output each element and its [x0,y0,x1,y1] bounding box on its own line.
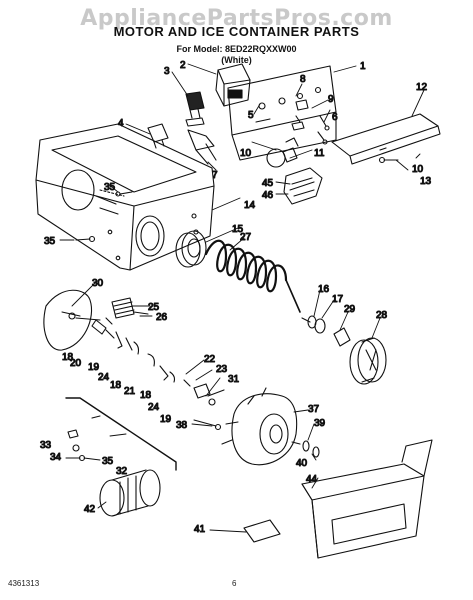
callout-8: 8 [300,74,306,85]
callout-21: 21 [124,386,136,397]
part-45-46-lamp-socket [283,167,323,205]
callout-6: 6 [332,112,338,123]
callout-20: 20 [70,358,82,369]
callout-38: 38 [176,420,188,431]
callout-14: 14 [244,200,256,211]
part-44-chute-housing [301,439,433,559]
callout-7: 7 [212,170,218,181]
callout-35c: 35 [102,456,114,467]
model-line: For Model: 8ED22RQXXW00 [176,44,297,54]
part-16-17-29-fasteners [301,315,351,347]
callout-32: 32 [116,466,128,477]
page-number: 6 [232,579,237,588]
part-30-disc [43,289,101,351]
callout-19b: 19 [160,414,172,425]
callout-numbers: 1 2 3 4 5 6 7 8 9 10 10 11 12 13 14 15 1… [39,59,432,535]
callout-18c: 18 [140,390,152,401]
diagram-title: MOTOR AND ICE CONTAINER PARTS [113,24,360,39]
callout-17: 17 [332,294,344,305]
callout-19a: 19 [88,362,100,373]
callout-9: 9 [328,94,334,105]
callout-41: 41 [194,524,206,535]
callout-44: 44 [306,474,318,485]
leader-lines [59,63,425,533]
callout-10b: 10 [412,164,424,175]
callout-16: 16 [318,284,330,295]
callout-35a: 35 [104,182,116,193]
callout-35b: 35 [44,236,56,247]
part-4-clip [147,123,217,165]
callout-12: 12 [416,82,428,93]
callout-4: 4 [118,118,124,129]
callout-27: 27 [240,232,252,243]
part-1-bracket-plate [227,65,337,161]
callout-46: 46 [262,190,274,201]
part-2-motor-module [215,63,251,107]
callout-42: 42 [84,504,96,515]
callout-30: 30 [92,278,104,289]
part-13-screw [378,156,399,164]
callout-18b: 18 [110,380,122,391]
callout-18a: 18 [62,352,74,363]
part-15-coupling [175,230,207,268]
callout-22: 22 [204,354,216,365]
model-subtitle: For Model: 8ED22RQXXW00 (White) [0,44,473,66]
callout-28: 28 [376,310,388,321]
callout-1: 1 [360,61,366,72]
part-28-wheel [349,337,387,385]
callout-23: 23 [216,364,228,375]
callout-24a: 24 [98,372,110,383]
callout-25: 25 [148,302,160,313]
callout-33: 33 [40,440,52,451]
part-11-light-bulb [266,137,299,168]
part-6-9-screws [291,115,330,145]
watermark-text: AppliancePartsPros.com [80,6,393,31]
callout-13: 13 [420,176,432,187]
part-27-auger-spring [204,239,301,313]
catalog-number: 4361313 [8,579,40,588]
callout-26: 26 [156,312,168,323]
part-42-boot [99,469,161,517]
callout-2: 2 [180,60,186,71]
callout-39: 39 [314,418,326,429]
callout-24b: 24 [148,402,160,413]
callout-29: 29 [344,304,356,315]
part-14-ice-container-housing [35,123,215,271]
callout-34: 34 [50,452,62,463]
part-39-40-washers [291,440,320,458]
part-12-cover [331,113,441,165]
color-line: (White) [221,55,252,65]
callout-37: 37 [308,404,320,415]
part-35-screws [65,191,133,462]
part-33-34-clips [67,429,80,452]
callout-10a: 10 [240,148,252,159]
callout-40: 40 [296,458,308,469]
callout-45: 45 [262,178,274,189]
callout-31: 31 [228,374,240,385]
part-32-rod [65,397,177,471]
part-25-26-solenoid [105,297,151,325]
parts-18-24-linkage [91,319,225,406]
part-37-gearbox [221,387,298,466]
callout-11: 11 [314,148,325,159]
callout-3: 3 [164,66,170,77]
callout-15: 15 [232,224,244,235]
part-3-switch [185,91,205,127]
part-38-screw [193,419,222,431]
part-41-plate [243,519,281,543]
callout-5: 5 [248,110,254,121]
